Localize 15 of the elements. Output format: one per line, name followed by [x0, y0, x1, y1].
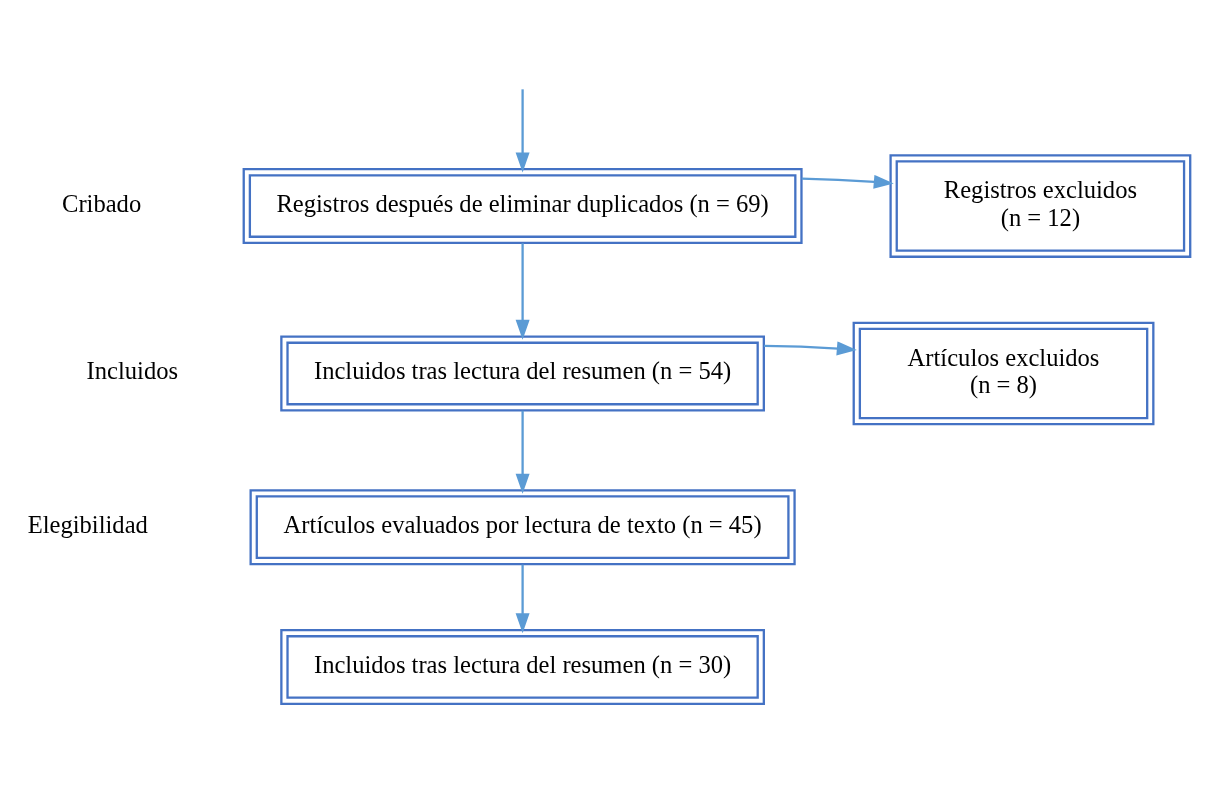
label: Incluidos — [86, 357, 179, 385]
arrow — [515, 243, 530, 340]
arrow — [764, 341, 857, 356]
arrow — [515, 89, 530, 173]
node-box: Artículos excluidos (n = 8) — [852, 321, 1155, 426]
label: Cribado — [62, 189, 142, 217]
arrow — [515, 564, 530, 634]
node-box: Artículos evaluados por lectura de texto (n = 45) — [249, 489, 796, 566]
label: Elegibilidad — [27, 510, 148, 538]
arrow — [515, 410, 530, 494]
node-box: Registros excluidos (n = 12) — [889, 154, 1192, 258]
node-box: Incluidos tras lectura del resumen (n = 54) — [280, 335, 765, 412]
node-box: Registros después de eliminar duplicados (n = 69) — [242, 168, 803, 245]
arrow — [801, 174, 894, 189]
node-box: Incluidos tras lectura del resumen (n = 30) — [280, 628, 765, 705]
